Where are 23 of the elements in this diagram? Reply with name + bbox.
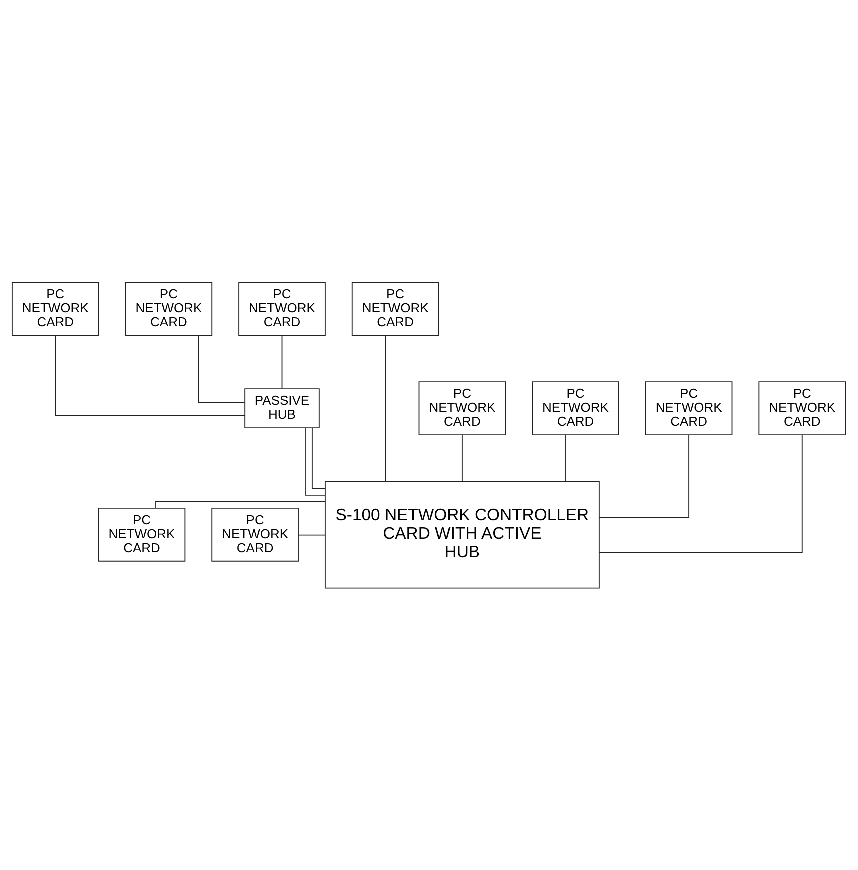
connector <box>305 427 326 496</box>
node-box: PC NETWORK CARD <box>12 282 100 336</box>
connector <box>385 335 386 482</box>
node-box: PC NETWORK CARD <box>645 381 733 435</box>
node-box: PC NETWORK CARD <box>98 507 186 562</box>
connector <box>55 334 246 416</box>
connector <box>312 427 326 489</box>
node-box: S-100 NETWORK CONTROLLER CARD WITH ACTIVE HUB <box>324 480 600 588</box>
connector <box>462 434 463 482</box>
connector <box>282 334 283 389</box>
node-box: PC NETWORK CARD <box>125 282 213 336</box>
node-box: PC NETWORK CARD <box>238 282 326 336</box>
node-box: PC NETWORK CARD <box>352 282 440 336</box>
node-box: PC NETWORK CARD <box>212 507 299 562</box>
node-box: PC NETWORK CARD <box>758 381 846 435</box>
connector <box>155 500 326 508</box>
node-box: PC NETWORK CARD <box>532 381 620 435</box>
connector <box>599 434 690 518</box>
connector <box>198 334 246 402</box>
node-box: PASSIVE HUB <box>244 388 320 428</box>
connector <box>599 434 803 553</box>
node-box: PC NETWORK CARD <box>418 381 506 435</box>
connector <box>298 534 326 536</box>
